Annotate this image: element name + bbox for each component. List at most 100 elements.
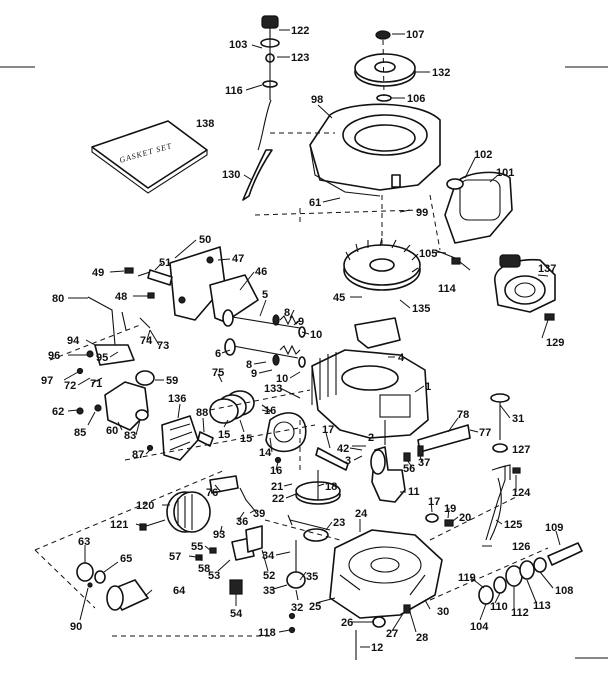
governor-link-80 <box>87 296 116 346</box>
label-58: 58 <box>198 563 210 575</box>
label-21: 21 <box>271 481 283 493</box>
flywheel-135 <box>343 237 421 291</box>
label-104: 104 <box>470 621 489 633</box>
label-11: 11 <box>408 486 420 498</box>
governor-gear-33 <box>286 540 306 589</box>
label-55: 55 <box>191 541 203 553</box>
label-22: 22 <box>272 493 284 505</box>
breather-cover-47 <box>169 246 259 323</box>
label-16a: 16 <box>264 405 276 417</box>
label-20: 20 <box>459 512 471 524</box>
label-73: 73 <box>157 340 169 352</box>
label-110: 110 <box>490 601 508 613</box>
label-135: 135 <box>412 303 430 315</box>
label-27: 27 <box>386 628 398 640</box>
bolt-121 <box>139 519 166 531</box>
label-52: 52 <box>263 570 275 582</box>
label-10a: 10 <box>310 329 322 341</box>
label-56: 56 <box>403 463 415 475</box>
tube-125 <box>489 467 521 541</box>
alignment-dashes <box>34 209 549 637</box>
label-28: 28 <box>416 632 428 644</box>
label-10b: 10 <box>276 373 288 385</box>
gasket-set-box: GASKET SET <box>91 120 208 194</box>
bracket-76 <box>209 475 257 513</box>
valve-5 <box>222 309 301 329</box>
governor-lever-94 <box>76 344 135 375</box>
label-118: 118 <box>258 627 276 639</box>
label-60: 60 <box>106 425 118 437</box>
label-63: 63 <box>78 536 90 548</box>
part-number-labels: 122 107 103 123 132 116 106 138 98 102 1… <box>41 25 573 654</box>
label-76: 76 <box>206 487 218 499</box>
label-1: 1 <box>425 381 431 393</box>
label-37: 37 <box>418 457 430 469</box>
label-2: 2 <box>368 432 374 444</box>
label-126: 126 <box>512 541 530 553</box>
governor-parts-17-19-20 <box>425 513 454 527</box>
label-36: 36 <box>236 516 248 528</box>
label-6: 6 <box>215 348 221 360</box>
label-9b: 9 <box>251 368 257 380</box>
label-30: 30 <box>437 606 449 618</box>
label-8: 8 <box>284 307 290 319</box>
label-96: 96 <box>48 350 60 362</box>
label-106: 106 <box>407 93 425 105</box>
label-95: 95 <box>96 352 108 364</box>
label-17b: 17 <box>428 496 440 508</box>
label-103: 103 <box>229 39 247 51</box>
label-88: 88 <box>196 407 208 419</box>
screen-78 <box>417 424 471 453</box>
label-132: 132 <box>432 67 450 79</box>
label-3: 3 <box>345 455 351 467</box>
label-45: 45 <box>333 292 345 304</box>
label-50: 50 <box>199 234 211 246</box>
label-120: 120 <box>136 500 154 512</box>
pins-74-73 <box>121 311 151 331</box>
starter-motor-64 <box>76 562 149 611</box>
label-83: 83 <box>124 430 136 442</box>
connecting-rod-17 <box>315 447 349 471</box>
label-17a: 17 <box>322 424 334 436</box>
label-65: 65 <box>120 553 132 565</box>
dash-muffler <box>429 194 441 251</box>
muffler-101 <box>444 171 513 244</box>
label-25: 25 <box>309 601 321 613</box>
label-62: 62 <box>52 406 64 418</box>
label-59: 59 <box>166 375 178 387</box>
label-47: 47 <box>232 253 244 265</box>
label-61: 61 <box>309 197 321 209</box>
label-77: 77 <box>479 427 491 439</box>
label-85: 85 <box>74 427 86 439</box>
spark-plug-51 <box>137 269 173 286</box>
air-cleaner-136 <box>146 415 199 461</box>
label-5: 5 <box>262 289 268 301</box>
recoil-starter-137 <box>494 254 556 313</box>
label-34: 34 <box>262 550 275 562</box>
label-114: 114 <box>438 283 457 295</box>
label-129: 129 <box>546 337 564 349</box>
label-23: 23 <box>333 517 345 529</box>
crankshaft-11 <box>370 420 406 503</box>
blower-housing-98 <box>309 103 441 197</box>
small-parts-16-56-37 <box>274 445 424 464</box>
label-123: 123 <box>291 52 309 64</box>
label-46: 46 <box>255 266 267 278</box>
leader-lines <box>63 29 561 648</box>
label-74: 74 <box>140 335 153 347</box>
starter-rod-130 <box>242 149 273 201</box>
label-122: 122 <box>291 25 309 37</box>
label-75: 75 <box>212 367 224 379</box>
label-42: 42 <box>337 443 349 455</box>
label-108: 108 <box>555 585 573 597</box>
engine-base-25 <box>329 529 443 619</box>
label-93: 93 <box>213 529 225 541</box>
filter-rings-15 <box>197 390 255 447</box>
label-130: 130 <box>222 169 240 181</box>
label-57: 57 <box>169 551 181 563</box>
label-98: 98 <box>311 94 323 106</box>
label-138: 138 <box>196 118 214 130</box>
label-78: 78 <box>457 409 469 421</box>
label-8b: 8 <box>246 359 252 371</box>
